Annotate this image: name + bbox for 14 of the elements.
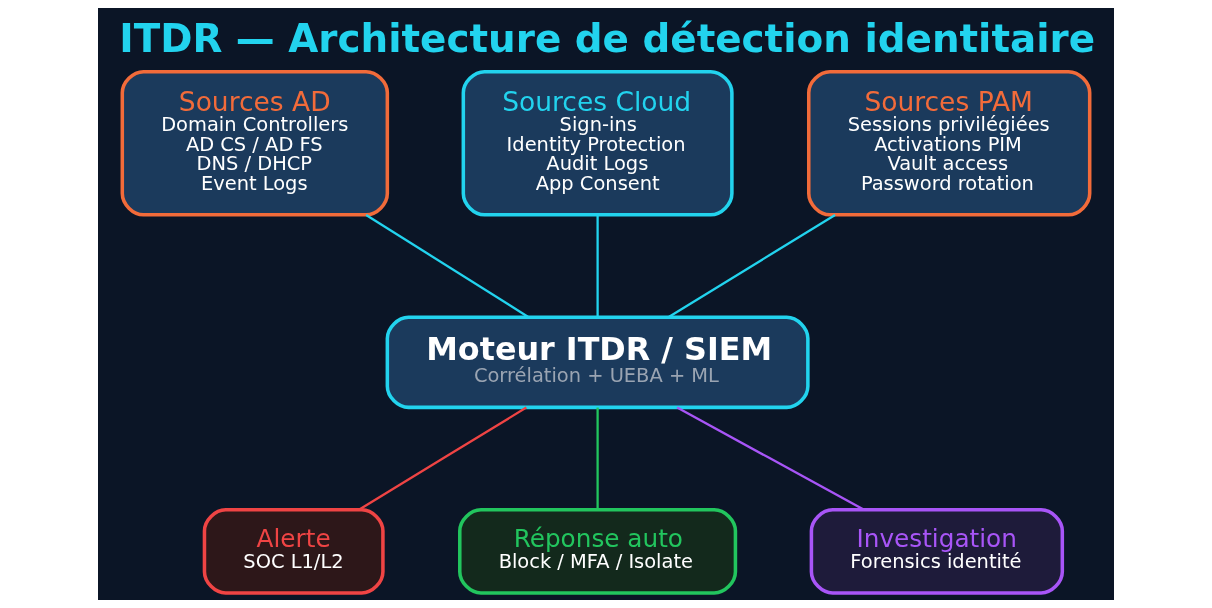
node-box: Sources AD Domain Controllers AD CS / AD FS DNS / DHCP Event Logs xyxy=(120,69,390,217)
connector xyxy=(596,407,599,510)
node-box: Sources Cloud Sign-ins Identity Protection Audit Logs App Consent xyxy=(461,69,734,217)
node-box: Moteur ITDR / SIEM Corrélation + UEBA + ML xyxy=(385,315,810,410)
connector xyxy=(358,406,527,511)
connector xyxy=(596,214,599,317)
connector xyxy=(668,214,836,318)
connector xyxy=(676,406,865,511)
node-box: Investigation Forensics identité xyxy=(809,508,1065,595)
node-box: Alerte SOC L1/L2 xyxy=(202,508,385,595)
connector xyxy=(365,214,529,318)
node-box: Réponse auto Block / MFA / Isolate xyxy=(458,508,738,595)
diagram-title: ITDR — Architecture de détection identitaire xyxy=(119,15,1096,61)
node-box: Sources PAM Sessions privilégiées Activations PIM Vault access Password rotation xyxy=(807,69,1092,217)
